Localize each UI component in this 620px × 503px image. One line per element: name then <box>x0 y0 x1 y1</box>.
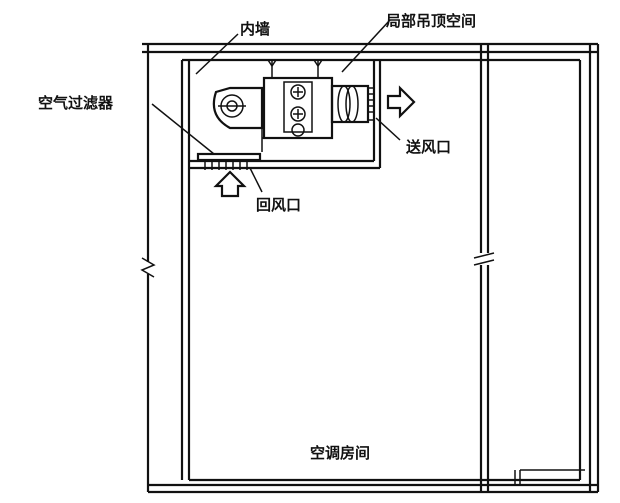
air-filter <box>196 152 262 170</box>
leader-lines <box>151 19 401 193</box>
supply-outlet-grille <box>367 87 375 121</box>
label-supply-outlet: 送风口 <box>405 138 451 156</box>
fan-unit <box>212 59 375 152</box>
label-local-ceiling: 局部吊顶空间 <box>385 12 476 30</box>
return-arrow-icon <box>213 170 247 198</box>
outer-walls <box>140 42 600 494</box>
label-inner-wall: 内墙 <box>240 20 270 38</box>
label-ac-room: 空调房间 <box>310 444 370 462</box>
supply-arrow-icon <box>386 85 416 119</box>
label-air-filter: 空气过滤器 <box>38 94 114 112</box>
label-return-inlet: 回风口 <box>256 196 301 214</box>
